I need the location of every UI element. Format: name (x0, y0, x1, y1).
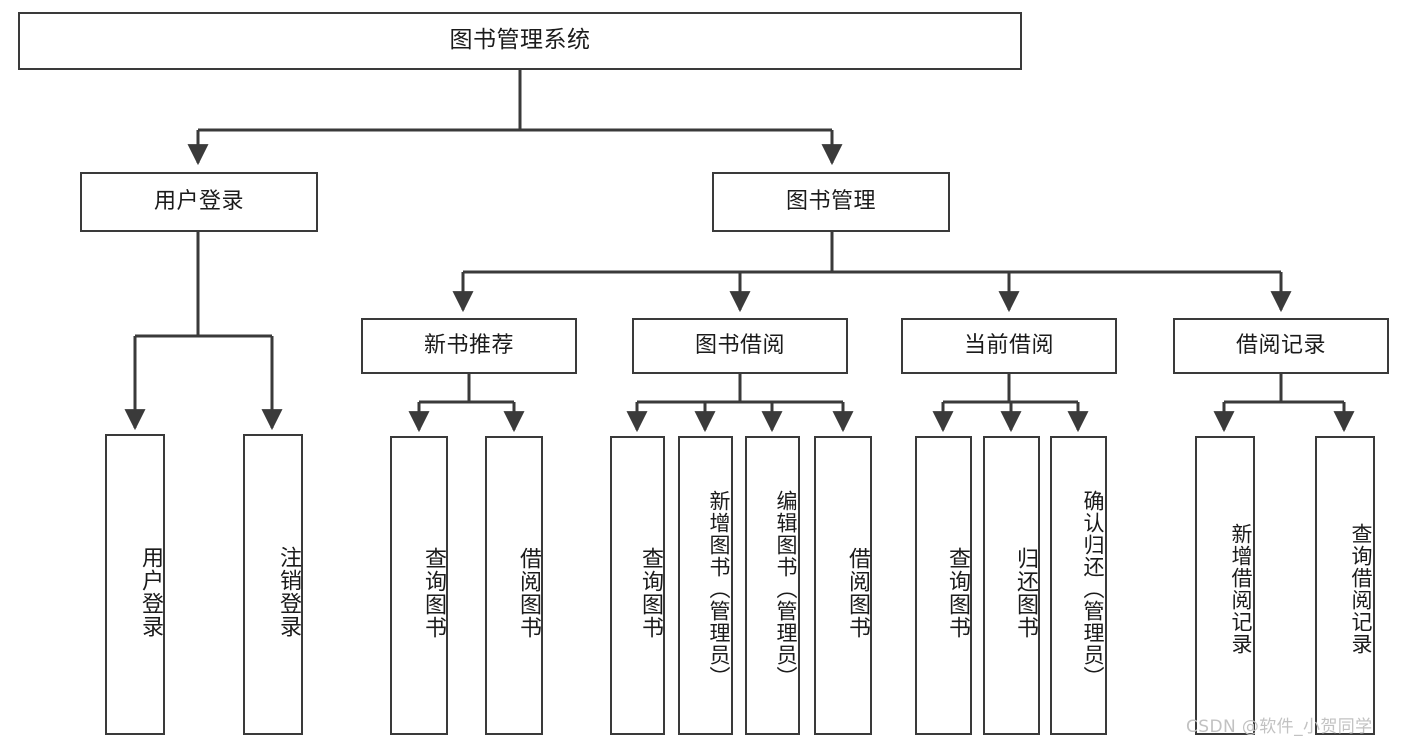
leaf-borrow-records-add-record[interactable]: 新增借阅记录 (1195, 436, 1255, 735)
node-label: 查询借阅记录 (1349, 522, 1373, 655)
node-label: 查询图书 (945, 546, 970, 639)
node-label: 用户登录 (153, 188, 244, 214)
node-label: 用户登录 (138, 545, 163, 638)
node-label: 新书推荐 (423, 332, 514, 358)
node-root-book-management-system[interactable]: 图书管理系统 (18, 12, 1022, 70)
leaf-current-borrow-query-book[interactable]: 查询图书 (915, 436, 972, 735)
csdn-watermark: CSDN @软件_小贺同学 (1186, 717, 1373, 737)
leaf-book-borrow-query-book[interactable]: 查询图书 (610, 436, 665, 735)
node-book-borrow[interactable]: 图书借阅 (632, 318, 848, 374)
leaf-user-login-logout[interactable]: 注销登录 (243, 434, 303, 735)
node-label: 图书借阅 (694, 332, 785, 358)
node-label: 借阅图书 (845, 546, 870, 639)
leaf-book-borrow-borrow-book[interactable]: 借阅图书 (814, 436, 872, 735)
leaf-borrow-records-query-record[interactable]: 查询借阅记录 (1315, 436, 1375, 735)
node-label: 借阅图书 (516, 546, 541, 639)
leaf-current-borrow-return-book[interactable]: 归还图书 (983, 436, 1040, 735)
node-label: 查询图书 (638, 546, 663, 639)
node-new-book-recommend[interactable]: 新书推荐 (361, 318, 577, 374)
node-current-borrow[interactable]: 当前借阅 (901, 318, 1117, 374)
leaf-book-borrow-edit-book-admin[interactable]: 编辑图书（管理员） (745, 436, 800, 735)
leaf-new-book-query-book[interactable]: 查询图书 (390, 436, 448, 735)
leaf-book-borrow-add-book-admin[interactable]: 新增图书（管理员） (678, 436, 733, 735)
node-label: 新增图书（管理员） (707, 489, 731, 688)
node-user-login[interactable]: 用户登录 (80, 172, 318, 232)
node-label: 新增借阅记录 (1229, 522, 1253, 655)
node-book-management[interactable]: 图书管理 (712, 172, 950, 232)
node-label: 当前借阅 (963, 332, 1054, 358)
node-label: 图书管理系统 (449, 27, 591, 54)
leaf-user-login-login[interactable]: 用户登录 (105, 434, 165, 735)
node-label: 图书管理 (785, 188, 876, 214)
node-label: 编辑图书（管理员） (774, 489, 798, 688)
node-label: 借阅记录 (1235, 332, 1326, 358)
node-borrow-records[interactable]: 借阅记录 (1173, 318, 1389, 374)
leaf-new-book-borrow-book[interactable]: 借阅图书 (485, 436, 543, 735)
leaf-current-borrow-confirm-return-admin[interactable]: 确认归还（管理员） (1050, 436, 1107, 735)
node-label: 注销登录 (276, 545, 301, 638)
node-label: 查询图书 (421, 546, 446, 639)
node-label: 确认归还（管理员） (1081, 489, 1105, 688)
node-label: 归还图书 (1013, 546, 1038, 639)
